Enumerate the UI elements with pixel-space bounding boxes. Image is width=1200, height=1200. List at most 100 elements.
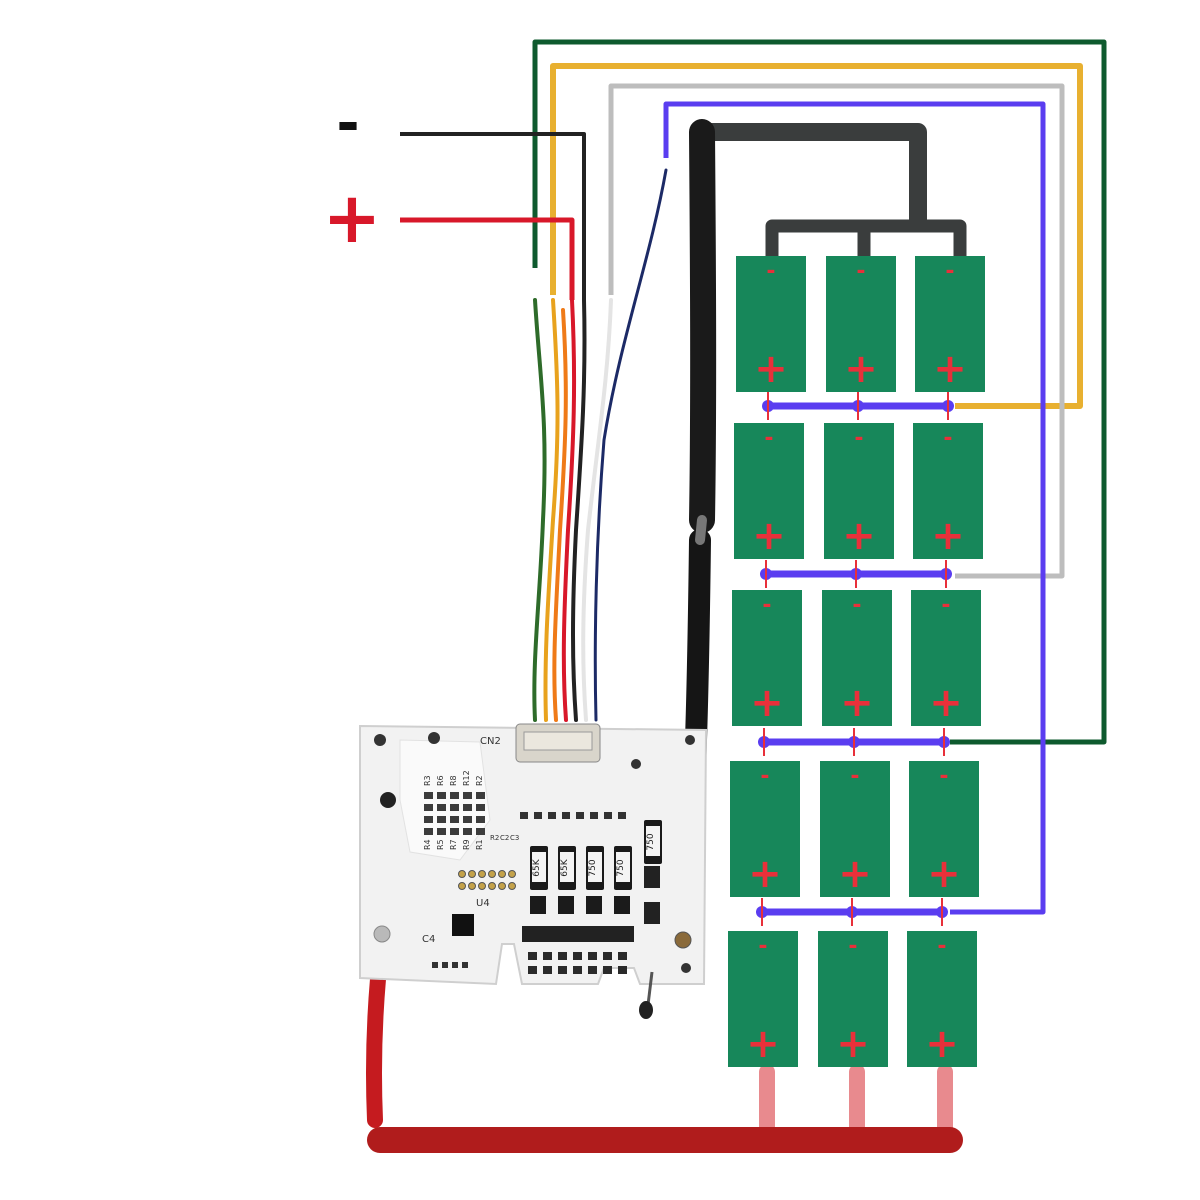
cell-negative-marker: - <box>848 934 857 959</box>
cell-body <box>820 761 890 897</box>
via-pad <box>498 882 506 890</box>
resistor-pad <box>424 792 433 799</box>
resistor-label: R8 <box>449 775 458 786</box>
shunt-face <box>532 852 546 882</box>
battery-cell: -+ <box>907 931 977 1067</box>
cell-body <box>730 761 800 897</box>
resistor-label: R6 <box>436 775 445 786</box>
battery-cell: -+ <box>822 590 892 726</box>
battery-cell: -+ <box>730 761 800 897</box>
via-pad <box>488 882 496 890</box>
resistor-pad <box>450 804 459 811</box>
smd-pad <box>543 966 552 974</box>
battery-cell: -+ <box>824 423 894 559</box>
shunt-face <box>646 826 660 856</box>
battery-cell: -+ <box>732 590 802 726</box>
shunt-value: 65K <box>532 858 542 876</box>
cell-positive-marker: + <box>842 513 876 559</box>
cell-negative-marker: - <box>856 259 865 284</box>
cell-negative-marker: - <box>939 764 948 789</box>
mount-hole <box>681 963 691 973</box>
via-pad <box>478 882 486 890</box>
resistor-pad <box>476 816 485 823</box>
smd-pad <box>604 812 612 819</box>
mosfet <box>644 866 660 888</box>
cn2-label: CN2 <box>480 736 501 747</box>
component-label: R2 <box>490 834 499 842</box>
positive-solder-pad <box>373 925 391 943</box>
shunt-value: 750 <box>588 859 598 876</box>
cell-body <box>913 423 983 559</box>
cell-positive-marker: + <box>925 1021 959 1067</box>
battery-cell: -+ <box>909 761 979 897</box>
smd-pad <box>528 952 537 960</box>
resistor-pad <box>476 804 485 811</box>
resistor-label: R2 <box>475 775 484 786</box>
c4-label: C4 <box>422 934 435 945</box>
resistor-pad <box>450 828 459 835</box>
cell-positive-marker: + <box>927 851 961 897</box>
black-negative-wire <box>400 132 586 300</box>
cell-negative-marker: - <box>766 259 775 284</box>
smd-pad <box>576 812 584 819</box>
battery-cell: -+ <box>818 931 888 1067</box>
shunt-value: 750 <box>646 833 656 850</box>
smd-pad <box>534 812 542 819</box>
shunt-face <box>588 852 602 882</box>
cell-positive-marker: + <box>836 1021 870 1067</box>
blue-balance-wire <box>663 101 1046 915</box>
cell-body <box>822 590 892 726</box>
wire-harness <box>532 168 668 722</box>
smd-pad <box>590 812 598 819</box>
mount-hole <box>428 732 440 744</box>
smd-pad <box>562 812 570 819</box>
cell-positive-marker: + <box>748 851 782 897</box>
battery-cell: -+ <box>734 423 804 559</box>
resistor-pad <box>463 816 472 823</box>
via-pad <box>478 870 486 878</box>
cell-negative-marker: - <box>937 934 946 959</box>
gray-balance-wire <box>608 83 1065 579</box>
cell-body <box>824 423 894 559</box>
cell-negative-marker: - <box>758 934 767 959</box>
battery-cell: -+ <box>913 423 983 559</box>
resistor-pad <box>437 816 446 823</box>
battery-cell: -+ <box>911 590 981 726</box>
cell-positive-marker: + <box>752 513 786 559</box>
cell-body <box>732 590 802 726</box>
mosfet-strip <box>522 926 634 942</box>
smd-pad <box>618 966 627 974</box>
thermistor-wire <box>646 971 654 1006</box>
cell-positive-marker: + <box>838 851 872 897</box>
cell-negative-marker: - <box>850 764 859 789</box>
cell-positive-marker: + <box>754 346 788 392</box>
shunt-face <box>560 852 574 882</box>
resistor-pad <box>424 828 433 835</box>
battery-cell: -+ <box>915 256 985 392</box>
cell-positive-marker: + <box>931 513 965 559</box>
smd-pad <box>528 966 537 974</box>
positive-symbol: + <box>323 177 382 259</box>
smd-pad <box>588 966 597 974</box>
resistor-array <box>424 792 626 968</box>
mosfet <box>586 896 602 914</box>
smd-pad <box>603 966 612 974</box>
battery-cell: -+ <box>826 256 896 392</box>
cell-negative-marker: - <box>854 426 863 451</box>
via-pad <box>468 870 476 878</box>
mosfet-row <box>522 866 660 974</box>
battery-cell: -+ <box>820 761 890 897</box>
resistor-pad <box>450 816 459 823</box>
negative-busbar <box>695 123 967 258</box>
battery-cell: -+ <box>736 256 806 392</box>
mosfet <box>558 896 574 914</box>
resistor-label: R1 <box>475 839 484 850</box>
mosfet <box>614 896 630 914</box>
battery-cell: -+ <box>728 931 798 1067</box>
mount-hole <box>380 792 396 808</box>
shunt-resistor: 65K <box>558 846 576 890</box>
via-pad <box>488 870 496 878</box>
